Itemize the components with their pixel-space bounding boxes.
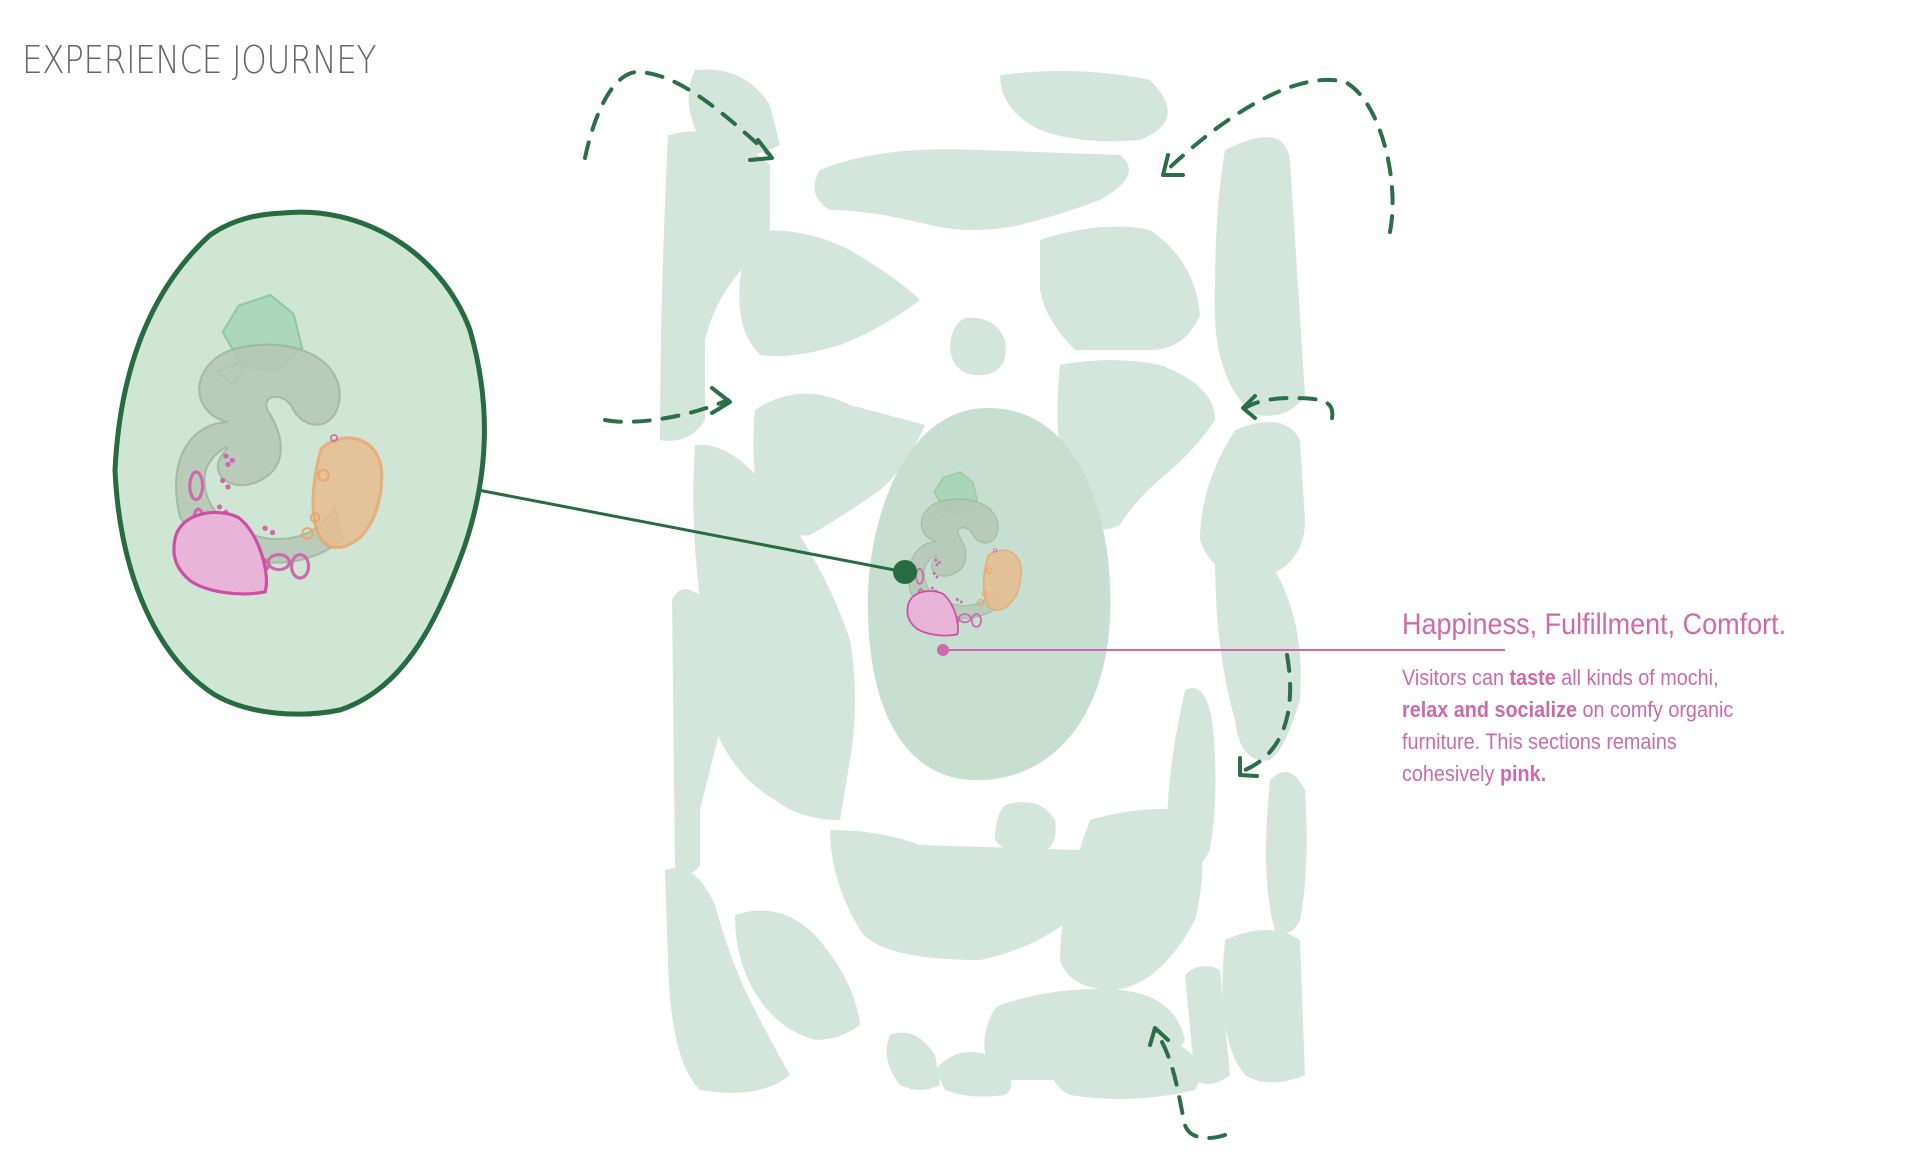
page-title: EXPERIENCE JOURNEY [22,38,376,82]
callout-heading: Happiness, Fulfillment, Comfort. [1402,608,1787,641]
pointer-dot [893,560,917,584]
inset-connector [477,488,917,584]
journey-paths [583,69,1395,1140]
callout: Happiness, Fulfillment, Comfort. Visitor… [1402,608,1872,790]
magnified-inset [112,209,487,717]
callout-line-3: furniture. This sections remains [1402,729,1677,754]
callout-line-2: relax and socialize on comfy organic [1402,697,1734,722]
mochi-zone [867,407,1111,781]
dashed-path-arrow [583,69,772,160]
arrow-heads [710,138,1259,1047]
callout-line-1: Visitors can taste all kinds of mochi, [1402,665,1719,690]
callout-leader [937,644,1505,656]
callout-line-4: cohesively pink. [1402,761,1547,786]
callout-body: Visitors can taste all kinds of mochi, r… [1402,662,1825,790]
